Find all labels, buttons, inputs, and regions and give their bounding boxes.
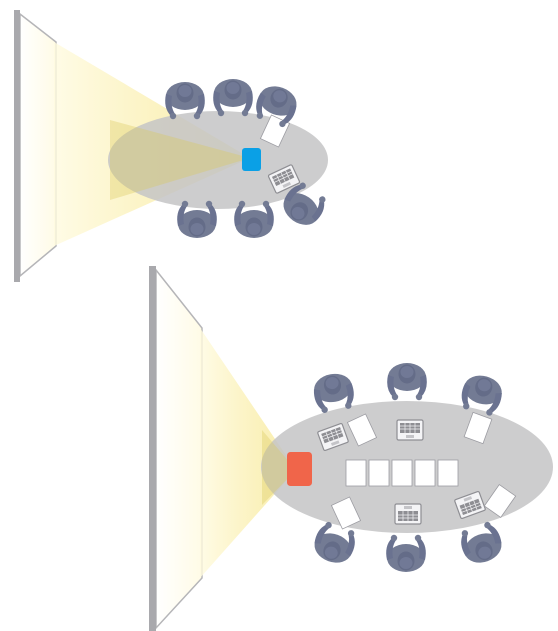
projection-screen-small: [14, 10, 57, 282]
projector-small: [242, 148, 261, 171]
paper: [391, 459, 413, 487]
paper: [368, 459, 390, 487]
person: [213, 79, 253, 117]
paper: [414, 459, 436, 487]
large-meeting-scene: [149, 266, 553, 631]
laptop: [394, 503, 422, 525]
person: [386, 534, 426, 572]
projector-large: [287, 452, 312, 486]
person: [234, 200, 274, 238]
person: [387, 363, 427, 401]
projector-beam-large: [200, 328, 296, 578]
person: [311, 370, 357, 415]
paper: [437, 459, 459, 487]
small-meeting-scene: [14, 10, 331, 282]
projection-screen-large: [149, 266, 203, 631]
paper: [345, 459, 367, 487]
laptop: [396, 419, 424, 441]
